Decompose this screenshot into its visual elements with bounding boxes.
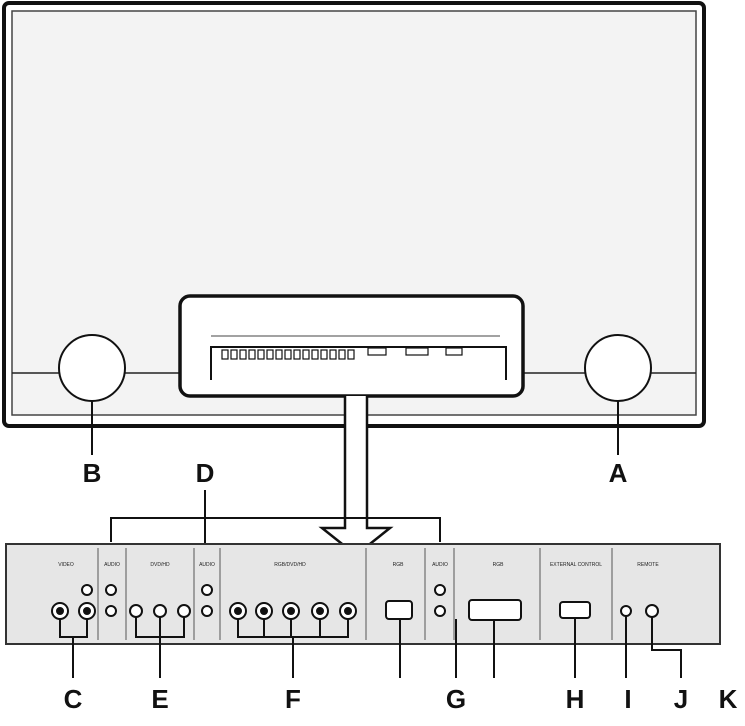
audio-bracket-line xyxy=(110,517,441,542)
label-audio-3: AUDIO xyxy=(432,562,448,568)
callout-label-a: A xyxy=(609,458,628,488)
terminal-recess xyxy=(178,294,525,398)
label-rgb-dvd-hd-2: RGB/DVD/HD xyxy=(274,562,306,568)
label-remote: REMOTE xyxy=(637,562,659,568)
label-rgb-1: RGB xyxy=(393,562,405,568)
callout-label-g: G xyxy=(446,684,466,714)
callout-label-k: K xyxy=(719,684,738,714)
callout-label-i: I xyxy=(624,684,631,714)
callout-label-j: J xyxy=(674,684,688,714)
terminal-panel: VIDEO AUDIO DVD/HD AUDIO RGB/DVD/HD RGB … xyxy=(5,543,721,645)
callout-label-e: E xyxy=(151,684,168,714)
lower-leaders xyxy=(59,616,682,678)
callout-label-f: F xyxy=(285,684,301,714)
label-video: VIDEO xyxy=(58,562,74,568)
label-dvd-hd-1: DVD/HD xyxy=(150,562,170,568)
label-external-control: EXTERNAL CONTROL xyxy=(550,562,602,568)
callout-label-c: C xyxy=(64,684,83,714)
label-audio-1: AUDIO xyxy=(104,562,120,568)
callout-label-h: H xyxy=(566,684,585,714)
terminal-recess-jacks xyxy=(221,347,463,360)
callout-label-d: D xyxy=(196,458,215,488)
callout-label-b: B xyxy=(83,458,102,488)
callout-circle-a xyxy=(584,334,652,402)
callout-circle-b xyxy=(58,334,126,402)
label-audio-2: AUDIO xyxy=(199,562,215,568)
label-rgb-2: RGB xyxy=(493,562,505,568)
